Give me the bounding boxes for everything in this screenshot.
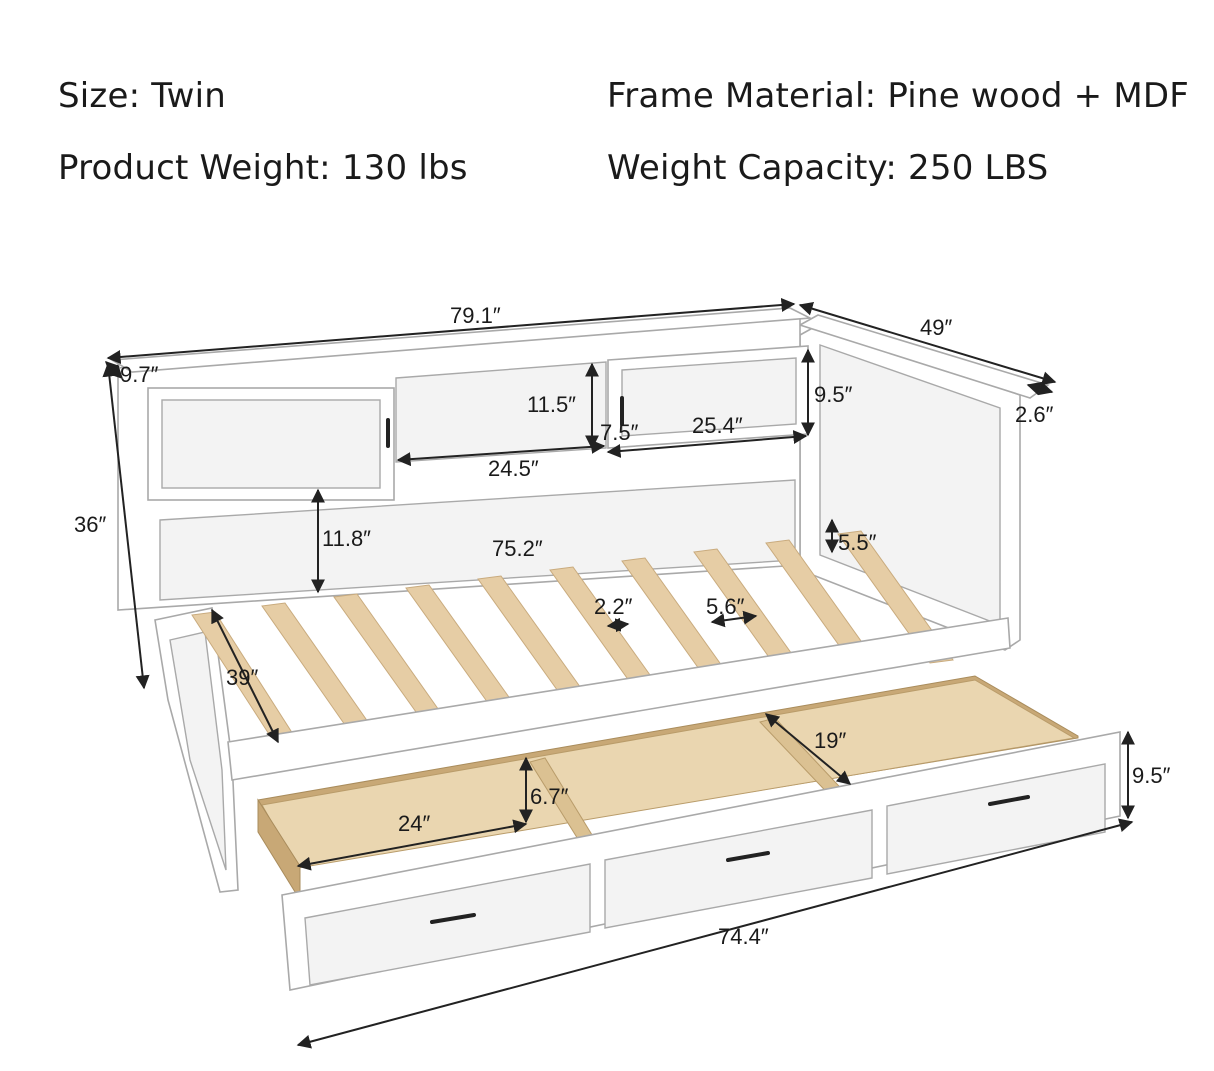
drawer-handle-right-icon xyxy=(988,795,1030,806)
dim-open-shelf-gap: 7.5″ xyxy=(600,420,639,445)
dim-cabinet-height: 9.5″ xyxy=(814,382,853,407)
dim-overall-length: 79.1″ xyxy=(450,303,501,328)
spec-frame-material-label: Frame Material: xyxy=(607,76,877,116)
dim-mattress-length: 75.2″ xyxy=(492,536,543,561)
spec-size-label: Size: xyxy=(58,76,141,116)
spec-product-weight-label: Product Weight: xyxy=(58,148,331,188)
dim-backrest-height: 11.8″ xyxy=(322,526,371,551)
dim-cabinet-door-width: 25.4″ xyxy=(692,413,743,438)
left-cabinet-door-inset xyxy=(161,399,381,489)
open-shelf xyxy=(395,361,607,463)
dim-line-open-shelf-width xyxy=(396,439,606,467)
dimension-labels: 79.1″ 49″ 9.7″ 2.6″ 36″ 9.5″ 11.5″ 7.5″ … xyxy=(74,303,1171,949)
dim-slat-gap: 5.6″ xyxy=(706,594,745,619)
dim-line-slat-width xyxy=(606,617,630,633)
dim-drawer-height: 9.5″ xyxy=(1132,763,1171,788)
dim-overall-width: 49″ xyxy=(920,315,952,340)
spec-size-value: Twin xyxy=(151,76,227,116)
dim-side-rail-height: 5.5″ xyxy=(838,530,877,555)
spec-weight-capacity-value: 250 LBS xyxy=(908,148,1049,188)
dim-line-cabinet-door-width xyxy=(606,430,808,458)
daybed-illustration xyxy=(109,307,1121,991)
front-rail xyxy=(227,617,1011,781)
dim-drawer-inner-height: 6.7″ xyxy=(530,784,569,809)
dim-mattress-width: 39″ xyxy=(226,665,258,690)
dim-drawer-length: 74.4″ xyxy=(718,924,769,949)
spec-product-weight-value: 130 lbs xyxy=(341,148,468,188)
dim-drawer-compartment-width: 24″ xyxy=(398,811,430,836)
dim-arm-thickness: 2.6″ xyxy=(1015,402,1054,427)
dim-slat-width: 2.2″ xyxy=(594,594,633,619)
dim-overall-height: 36″ xyxy=(74,512,106,537)
dim-top-shelf-depth: 9.7″ xyxy=(120,362,159,387)
spec-product-weight: Product Weight: 130 lbs xyxy=(58,148,468,188)
dim-drawer-depth: 19″ xyxy=(814,728,846,753)
spec-frame-material: Frame Material: Pine wood + MDF xyxy=(607,76,1189,116)
spec-weight-capacity: Weight Capacity: 250 LBS xyxy=(607,148,1048,188)
bed-slats xyxy=(191,530,954,746)
dim-line-drawer-depth xyxy=(764,713,852,785)
spec-size: Size: Twin xyxy=(58,76,226,116)
spec-frame-material-value: Pine wood + MDF xyxy=(887,76,1189,116)
spec-weight-capacity-label: Weight Capacity: xyxy=(607,148,898,188)
dim-line-drawer-length xyxy=(296,818,1134,1049)
dim-line-overall-length xyxy=(106,298,796,364)
dim-line-overall-width xyxy=(798,301,1057,386)
dim-open-shelf-width: 24.5″ xyxy=(488,456,539,481)
dim-line-slat-gap xyxy=(710,610,758,628)
dim-line-overall-height xyxy=(102,362,150,690)
dimension-lines xyxy=(102,298,1135,1049)
dim-open-shelf-height: 11.5″ xyxy=(527,392,576,417)
dim-line-mattress-width xyxy=(211,608,279,744)
dim-line-arm-thickness xyxy=(1026,381,1054,396)
